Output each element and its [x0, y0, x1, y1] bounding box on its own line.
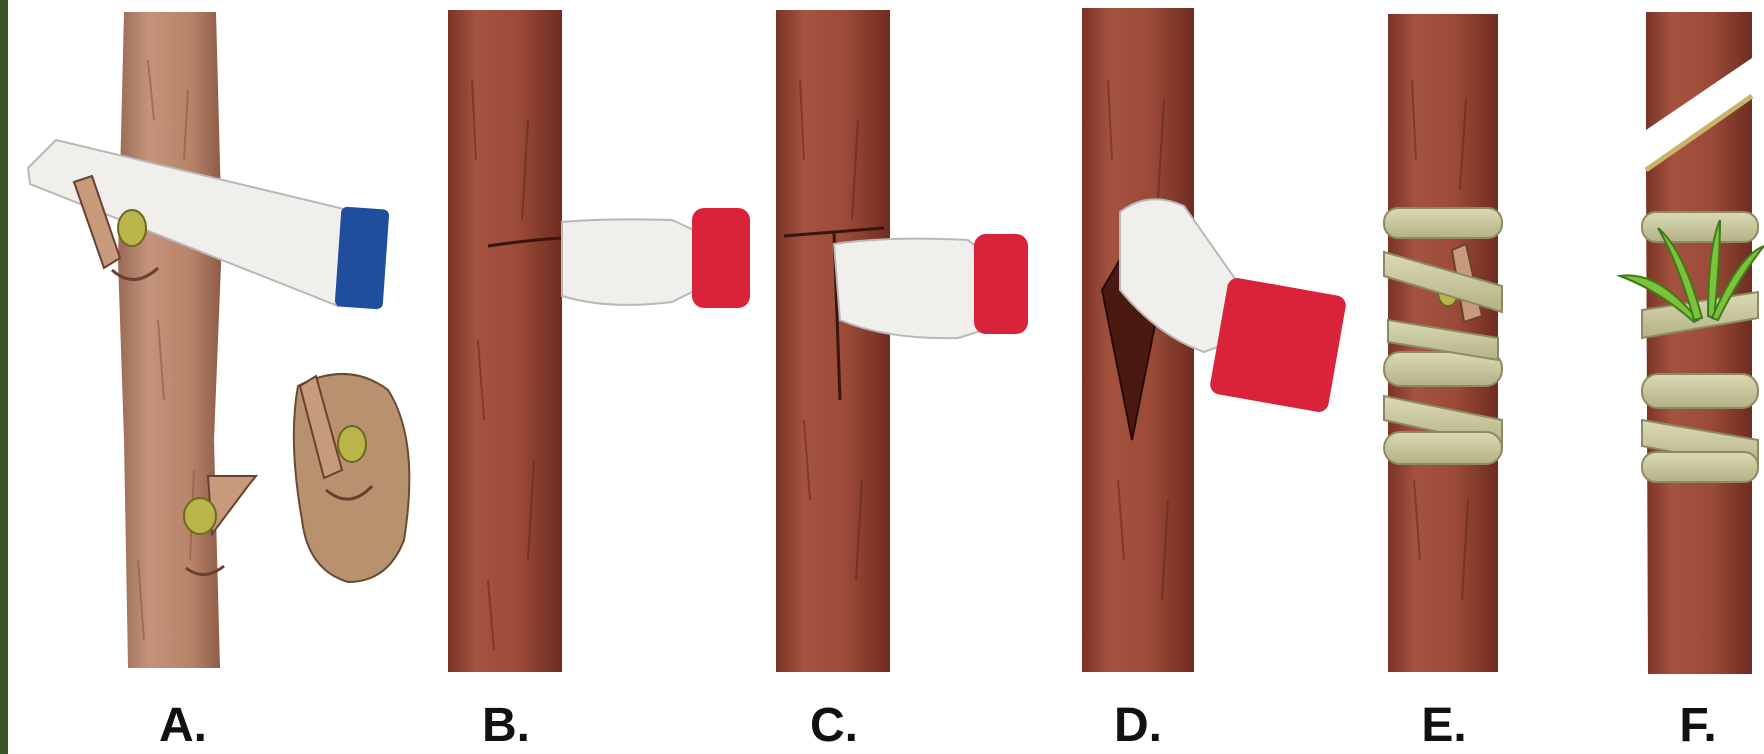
panel-label-e: E. — [1421, 702, 1466, 750]
knife-handle-red-b — [692, 208, 750, 308]
panel-c-illustration — [776, 10, 1028, 672]
panel-e-illustration — [1384, 14, 1502, 672]
panel-label-d: D. — [1114, 702, 1162, 750]
panel-label-a: A. — [159, 702, 207, 750]
knife-blade-c — [834, 239, 988, 339]
stem-a — [118, 12, 222, 668]
knife-handle-blue — [335, 206, 390, 309]
stem-c — [776, 10, 890, 672]
stem-b — [448, 10, 562, 672]
panel-label-c: C. — [810, 702, 858, 750]
knife-blade-b — [562, 219, 698, 305]
illustration-canvas — [8, 0, 1764, 754]
bud-shield — [294, 374, 410, 582]
grafting-diagram: A. B. C. D. E. F. — [8, 0, 1764, 754]
knife-handle-red-d — [1209, 276, 1348, 413]
panel-label-f: F. — [1679, 702, 1716, 750]
panel-f-illustration — [1620, 12, 1764, 674]
panel-d-illustration — [1082, 8, 1347, 672]
panel-label-b: B. — [482, 702, 530, 750]
panel-b-illustration — [448, 10, 750, 672]
panel-a-illustration — [28, 12, 409, 668]
knife-handle-red-c — [974, 234, 1028, 334]
